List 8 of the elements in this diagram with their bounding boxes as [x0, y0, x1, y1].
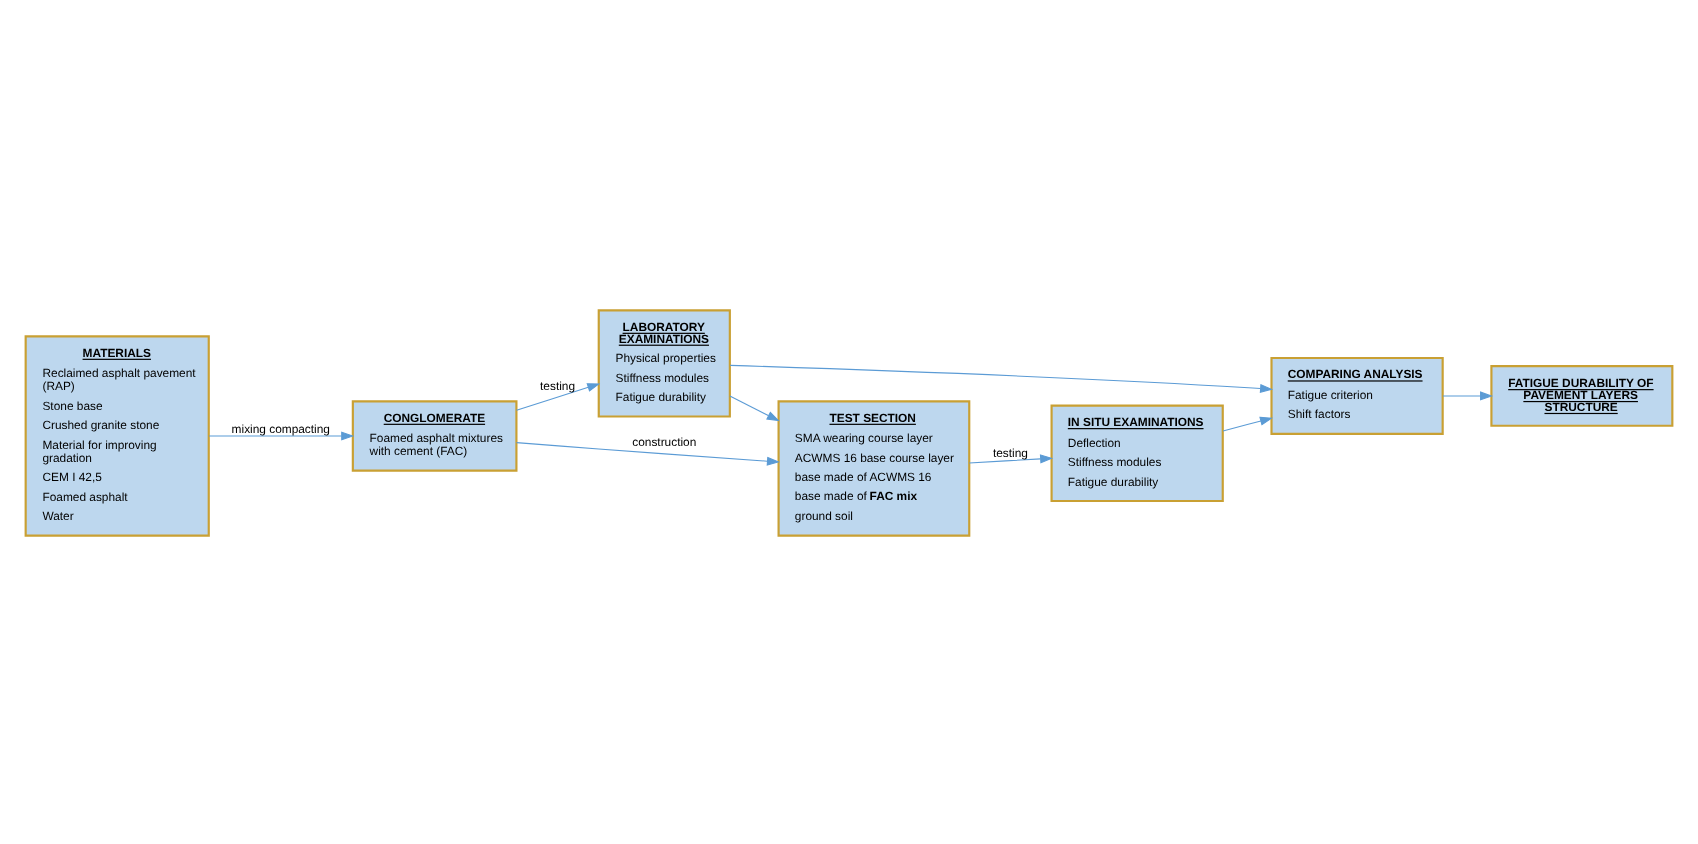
- arrow: [1222, 415, 1273, 431]
- arrow: [516, 382, 601, 410]
- arrow: [729, 363, 1274, 393]
- arrow: [208, 430, 355, 440]
- arrow: [1442, 390, 1494, 400]
- arrow: [516, 441, 780, 465]
- arrow: [729, 394, 780, 421]
- arrow: [968, 453, 1054, 463]
